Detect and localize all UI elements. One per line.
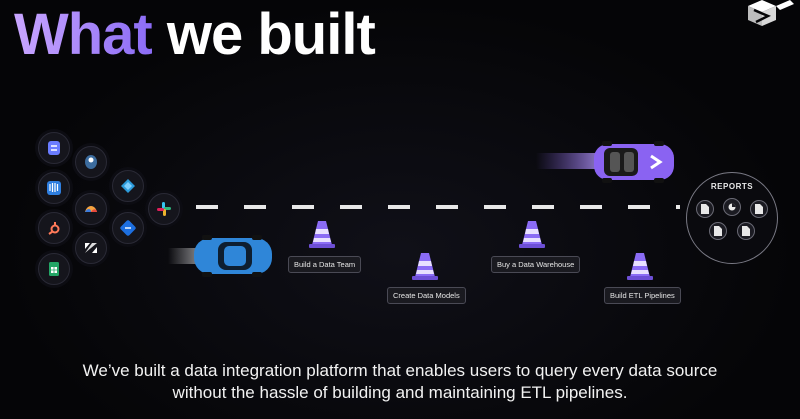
traffic-cone-icon [627, 253, 653, 280]
title-accent: What [14, 2, 153, 67]
google-sheets-icon [49, 262, 59, 276]
reports-circle: REPORTS [686, 172, 778, 264]
source-slack [148, 193, 180, 225]
traffic-cone-icon [412, 253, 438, 280]
source-intercom [38, 172, 70, 204]
milestone-label: Build a Data Team [288, 256, 362, 273]
road-dashes [196, 205, 680, 209]
traffic-cone-icon [519, 221, 545, 248]
pie-chart-icon [723, 198, 741, 216]
reports-title: REPORTS [710, 182, 754, 191]
milestone-label: Create Data Models [387, 287, 466, 304]
source-postgres [75, 146, 107, 178]
jira-icon [121, 179, 135, 193]
segment-icon [48, 141, 60, 155]
document-icon [750, 200, 768, 218]
caption-text: We’ve built a data integration platform … [82, 361, 718, 402]
intercom-icon [47, 181, 61, 195]
source-jira [112, 170, 144, 202]
document-icon [709, 222, 727, 240]
page-title: What we built [14, 2, 376, 68]
milestone-label: Build ETL Pipelines [604, 287, 681, 304]
source-google-sheets [38, 253, 70, 285]
brand-logo-icon [748, 0, 794, 26]
blue-car-icon [168, 235, 272, 277]
title-rest: we built [166, 2, 376, 67]
google-analytics-icon [85, 206, 97, 212]
milestone-label: Buy a Data Warehouse [491, 256, 581, 273]
linear-icon [120, 220, 136, 236]
source-hubspot [38, 212, 70, 244]
hubspot-icon [48, 222, 60, 235]
source-linear [112, 212, 144, 244]
source-zendesk [75, 232, 107, 264]
traffic-cone-icon [309, 221, 335, 248]
postgres-icon [85, 155, 97, 169]
source-segment [38, 132, 70, 164]
purple-car-icon [536, 141, 674, 183]
document-icon [696, 200, 714, 218]
zendesk-icon [85, 243, 97, 253]
slack-icon [157, 202, 171, 216]
source-google-analytics [75, 193, 107, 225]
document-icon [737, 222, 755, 240]
